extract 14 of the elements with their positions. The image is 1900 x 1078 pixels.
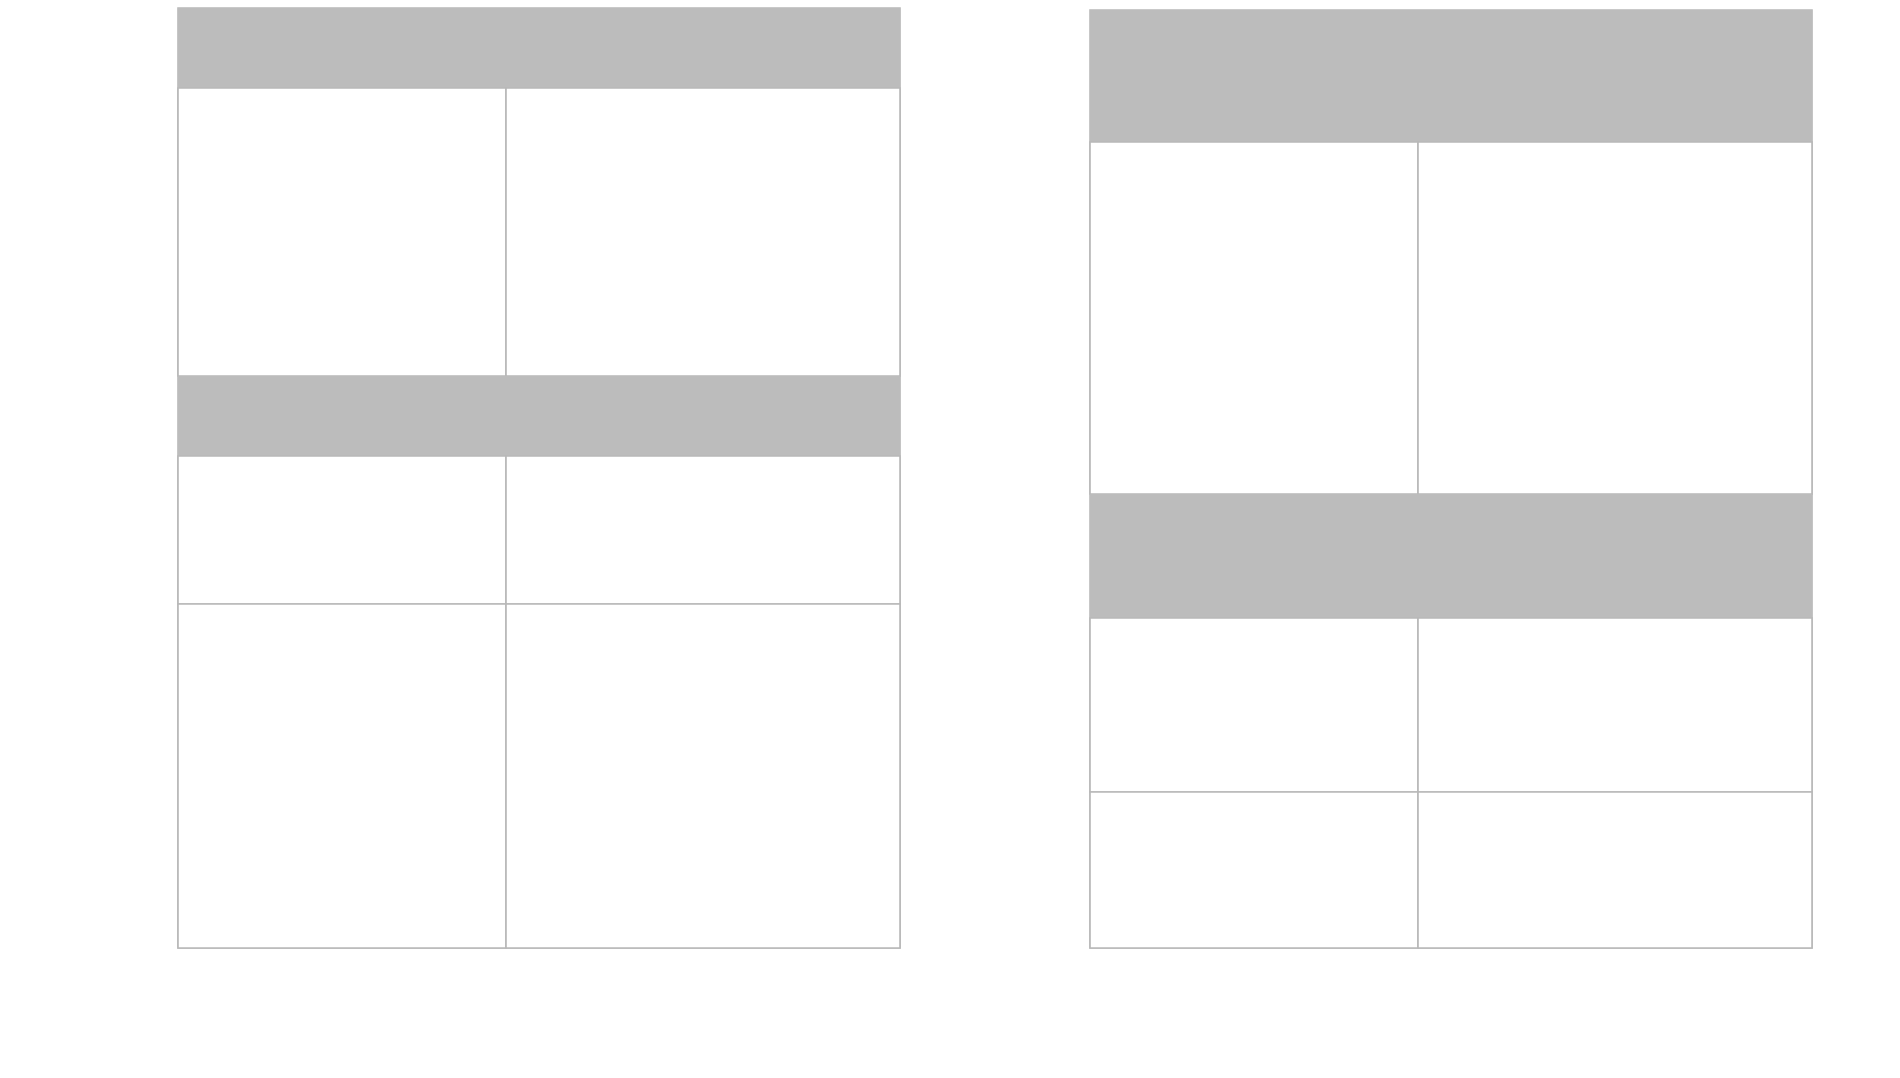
table-cell	[1417, 791, 1813, 949]
table-cell	[505, 87, 901, 377]
table-cell	[1089, 617, 1419, 793]
table-cell	[177, 87, 507, 377]
table-cell	[1417, 617, 1813, 793]
table-cell	[1089, 141, 1419, 495]
table-cell	[177, 455, 507, 605]
header-band	[1090, 494, 1812, 618]
table-cell	[1417, 141, 1813, 495]
header-band	[178, 8, 900, 88]
header-band	[1090, 10, 1812, 142]
table-cell	[1089, 791, 1419, 949]
header-band	[178, 376, 900, 456]
table-cell	[505, 455, 901, 605]
